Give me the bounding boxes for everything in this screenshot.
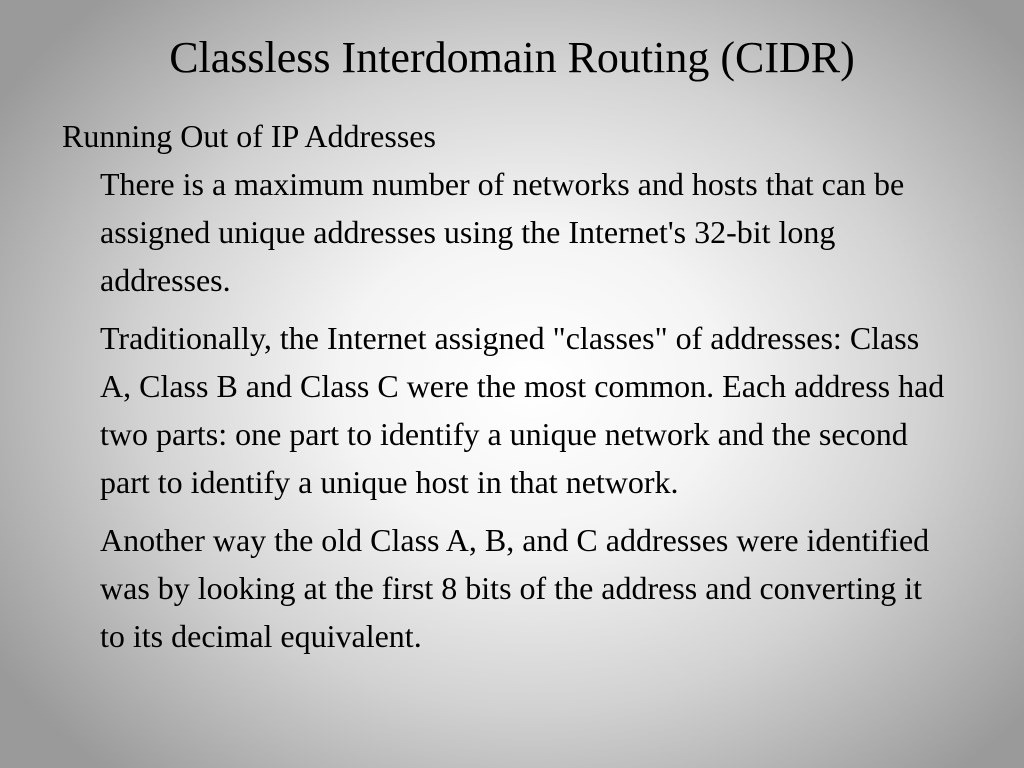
paragraph-address-limit: There is a maximum number of networks an…	[100, 166, 905, 298]
slide-title: Classless Interdomain Routing (CIDR)	[169, 33, 855, 82]
slide-body: Running Out of IP Addresses There is a m…	[62, 112, 962, 670]
paragraph-first-8-bits: Another way the old Class A, B, and C ad…	[100, 522, 930, 654]
paragraph-address-classes: Traditionally, the Internet assigned "cl…	[100, 320, 945, 500]
section-heading: Running Out of IP Addresses	[62, 118, 436, 154]
